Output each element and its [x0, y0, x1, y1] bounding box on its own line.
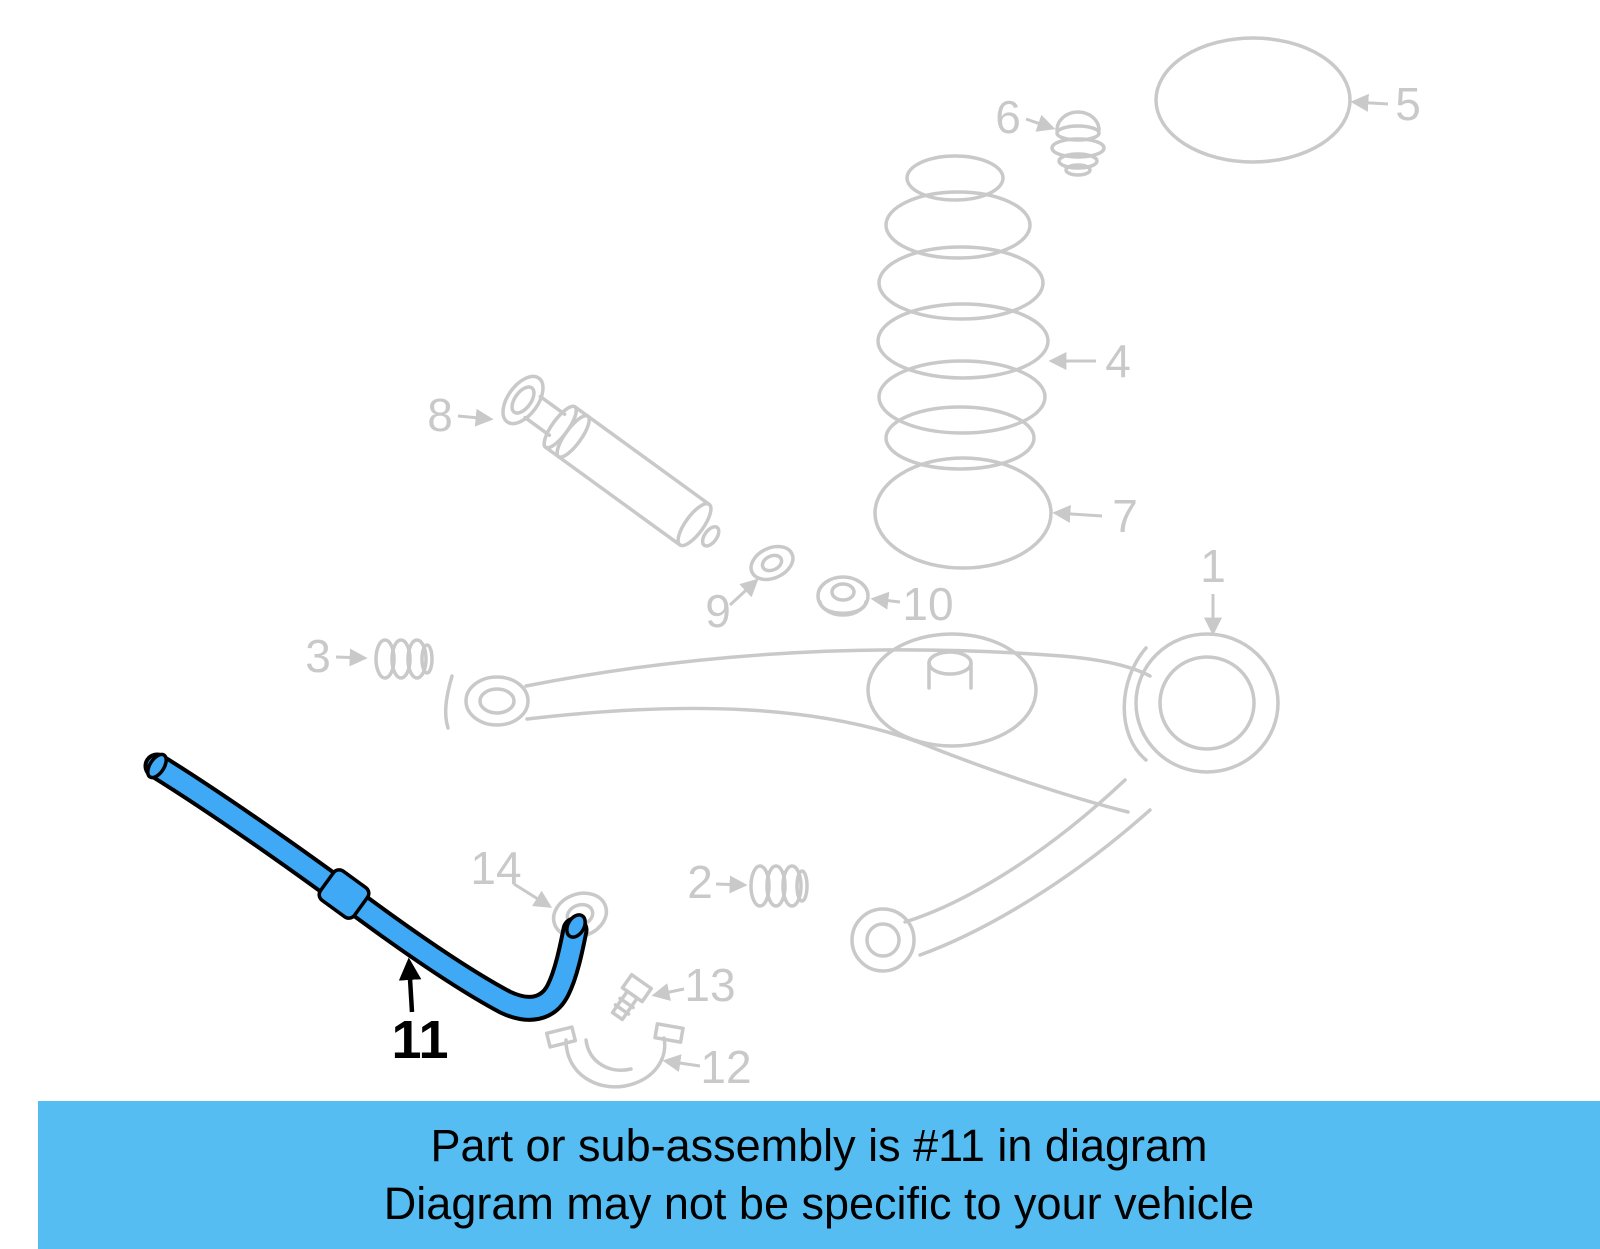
callout-10-label: 10 [902, 578, 953, 630]
stabilizer-bar-left-end-cap [146, 752, 168, 780]
callout-14-label: 14 [470, 842, 521, 894]
callout-6: 6 [995, 91, 1056, 143]
banner-line-2: Diagram may not be specific to your vehi… [383, 1178, 1255, 1229]
callout-11-label: 11 [391, 1010, 448, 1070]
callout-3: 3 [305, 630, 368, 682]
callout-1-label: 1 [1200, 540, 1226, 592]
callout-13-label: 13 [684, 959, 735, 1011]
callout-9: 9 [705, 578, 759, 637]
callout-2-label: 2 [687, 856, 713, 908]
callout-12: 12 [662, 1041, 752, 1093]
part-10-grommet [816, 575, 870, 617]
callout-1: 1 [1200, 540, 1226, 636]
stabilizer-bar-body [147, 756, 585, 1018]
callout-4: 4 [1048, 335, 1131, 387]
callout-11: 11 [391, 957, 449, 1070]
callout-7-label: 7 [1112, 490, 1138, 542]
callout-6-label: 6 [995, 91, 1021, 143]
info-banner: Part or sub-assembly is #11 in diagram D… [38, 1101, 1600, 1249]
part-6-bump-stop [1050, 110, 1106, 177]
callout-4-label: 4 [1105, 335, 1131, 387]
callout-8: 8 [427, 389, 494, 441]
part-7-spring-seat [873, 456, 1053, 570]
part-11-stabilizer-bar-highlight [143, 752, 589, 1022]
callout-13: 13 [651, 959, 736, 1011]
callout-14: 14 [470, 842, 553, 908]
banner-line-1: Part or sub-assembly is #11 in diagram [430, 1120, 1208, 1172]
callout-5: 5 [1350, 78, 1421, 130]
part-12-clamp-bracket [544, 1022, 685, 1089]
callout-12-label: 12 [700, 1041, 751, 1093]
callout-10: 10 [870, 578, 954, 630]
callout-2: 2 [687, 856, 748, 908]
part-9-washer [749, 544, 795, 582]
callout-9-label: 9 [705, 585, 731, 637]
parts-diagram: 1 2 3 4 5 6 7 8 [143, 36, 1421, 1093]
part-3-bushing [374, 638, 434, 680]
part-13-bolt [610, 972, 654, 1022]
callout-3-label: 3 [305, 630, 331, 682]
part-8-shock-absorber [501, 374, 721, 548]
stabilizer-bar-collar [317, 868, 371, 920]
part-5-cover [1154, 36, 1352, 164]
callout-5-label: 5 [1395, 78, 1421, 130]
callout-8-label: 8 [427, 389, 453, 441]
part-2-bushing [749, 864, 809, 908]
part-4-coil-spring [876, 154, 1050, 471]
callout-7: 7 [1052, 490, 1138, 542]
stabilizer-bar-right-end-cap [565, 913, 587, 939]
